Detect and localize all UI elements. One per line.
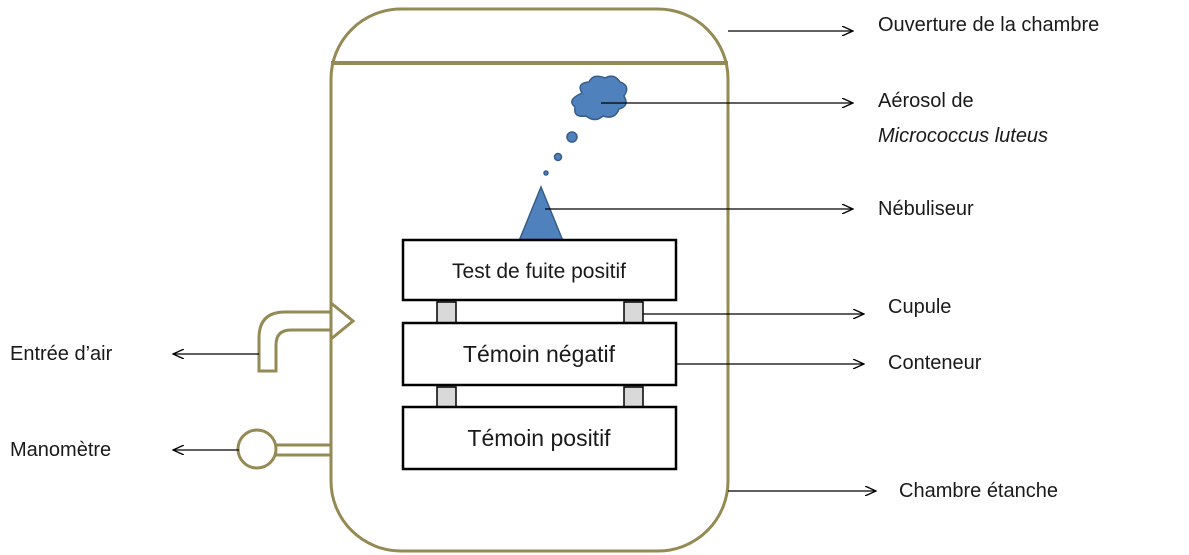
box-test-fuite	[401, 238, 678, 302]
box-test-fuite-label: Test de fuite positif	[452, 260, 626, 283]
label-nebuliseur: Nébuliseur	[878, 198, 974, 220]
manometer-gauge	[236, 428, 278, 470]
cup	[623, 386, 644, 408]
label-cupule: Cupule	[888, 296, 951, 318]
nebulizer	[517, 185, 565, 242]
label-aerosol-line2: Micrococcus luteus	[878, 125, 1048, 147]
cup	[436, 386, 457, 408]
box-temoin-positif-label: Témoin positif	[467, 425, 611, 451]
box-temoin-positif	[401, 405, 678, 471]
label-entree-air: Entrée d’air	[10, 343, 113, 365]
label-conteneur: Conteneur	[888, 352, 982, 374]
air-inlet-pipe	[257, 299, 356, 373]
label-chambre: Chambre étanche	[899, 480, 1058, 502]
aerosol-droplet	[566, 131, 578, 143]
cup	[623, 301, 644, 324]
label-aerosol-line1: Aérosol de	[878, 90, 974, 112]
cup	[436, 301, 457, 324]
aerosol-cloud	[571, 75, 628, 121]
sealed-chamber	[329, 7, 730, 553]
box-temoin-negatif-label: Témoin négatif	[463, 341, 616, 367]
label-manometre: Manomètre	[10, 439, 111, 461]
aerosol-droplet	[543, 170, 549, 176]
box-temoin-negatif	[401, 321, 678, 387]
label-ouverture: Ouverture de la chambre	[878, 14, 1099, 36]
aerosol-droplet	[553, 152, 563, 162]
